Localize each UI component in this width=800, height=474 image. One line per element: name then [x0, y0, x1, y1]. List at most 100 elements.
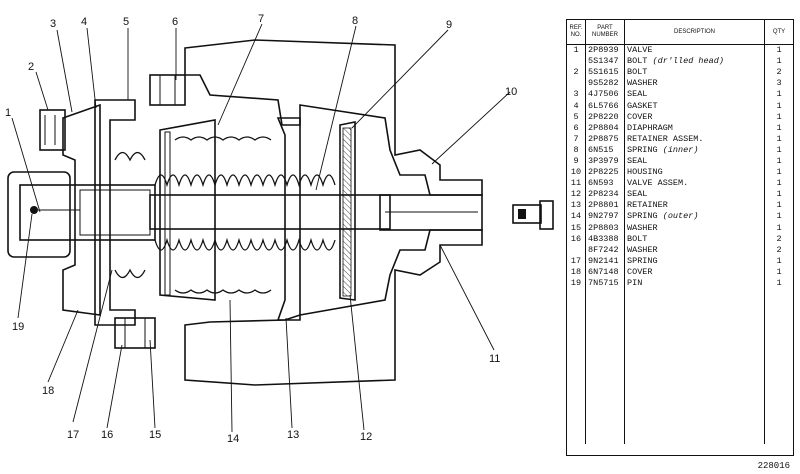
cell-part-number: 5S1347: [585, 56, 625, 68]
cell-part-number: 2P8804: [585, 122, 625, 134]
cell-part-number: [585, 300, 625, 312]
cell-ref: 10: [567, 167, 586, 179]
cell-qty: [765, 345, 794, 356]
callout-10: 10: [505, 86, 517, 98]
cell-description: BOLT: [624, 67, 765, 79]
cell-qty: [765, 400, 794, 411]
table-row: [567, 333, 794, 345]
cell-description: VALVE: [624, 44, 765, 57]
cell-part-number: [585, 355, 625, 367]
cell-description: BOLT: [624, 233, 765, 245]
table-row: [567, 322, 793, 334]
cell-part-number: [585, 422, 625, 434]
springs: [114, 136, 336, 294]
cell-description: PIN: [624, 277, 765, 290]
cell-description: COVER: [624, 266, 765, 278]
cell-ref: [567, 355, 586, 367]
cell-qty: 1: [776, 144, 782, 155]
cell-part-number: 6N593: [585, 178, 625, 190]
cell-description: DIAPHRAGM: [624, 122, 765, 134]
cell-qty: 1: [776, 167, 782, 178]
cell-description: [624, 377, 765, 389]
cell-part-number: [585, 433, 625, 445]
cell-description: [624, 311, 765, 323]
cell-ref: 9: [567, 155, 586, 168]
cell-description: RETAINER ASSEM.: [624, 133, 765, 145]
cell-part-number: 8F7242: [585, 244, 625, 256]
table-row: [567, 289, 794, 301]
callout-12: 12: [360, 431, 372, 443]
description-text: PIN: [627, 278, 643, 289]
cell-ref: [567, 244, 586, 256]
cell-qty: [765, 333, 794, 344]
cell-description: [624, 322, 765, 334]
cell-part-number: 2P8939: [585, 44, 625, 57]
cell-ref: 14: [567, 211, 586, 223]
cell-ref: [567, 422, 586, 434]
cell-part-number: 7N5715: [585, 277, 625, 290]
description-text: VALVE ASSEM.: [627, 178, 689, 189]
description-text: SPRING: [627, 211, 658, 222]
description-text: BOLT: [627, 67, 648, 78]
cell-qty: [765, 378, 794, 389]
description-text: SPRING: [627, 144, 658, 155]
callout-4: 4: [81, 16, 87, 28]
description-text: WASHER: [627, 244, 658, 255]
callout-19: 19: [12, 321, 24, 333]
description-text: SEAL: [627, 189, 648, 200]
cell-qty: [765, 289, 794, 300]
cell-ref: 8: [567, 144, 586, 156]
cell-qty: 1: [776, 133, 782, 144]
cell-part-number: 2P8234: [585, 189, 625, 201]
table-row: [567, 344, 794, 356]
description-text: RETAINER ASSEM.: [627, 133, 704, 144]
cell-ref: [567, 311, 586, 323]
table-row: [567, 400, 794, 412]
cell-description: VALVE ASSEM.: [624, 178, 765, 190]
cell-part-number: 5S1615: [585, 67, 625, 79]
table-row: [567, 366, 793, 378]
leader-lines: [11, 23, 511, 433]
cell-ref: 19: [567, 277, 586, 290]
figure-id: 228016: [757, 461, 790, 471]
cell-part-number: 2P8225: [585, 167, 625, 179]
cell-part-number: 9S5282: [585, 78, 625, 90]
description-text: VALVE: [627, 45, 653, 56]
description-text: SEAL: [627, 89, 648, 100]
description-text: GASKET: [627, 100, 658, 111]
cell-description: WASHER: [624, 222, 765, 234]
cell-ref: [567, 377, 586, 389]
bolt-head-left: [39, 109, 66, 151]
cell-part-number: [585, 311, 625, 323]
cell-part-number: 4B3388: [585, 233, 625, 245]
cell-qty: 1: [776, 200, 782, 211]
cell-ref: 11: [567, 178, 586, 190]
cell-description: [624, 300, 765, 312]
cell-qty: 1: [776, 100, 782, 111]
cell-ref: [567, 333, 586, 345]
cell-part-number: [585, 388, 625, 400]
cell-qty: 3: [776, 78, 782, 89]
cell-ref: [567, 56, 586, 68]
cell-description: SEAL: [624, 189, 765, 201]
cell-description: SEAL: [624, 155, 765, 168]
header-description: DESCRIPTION: [624, 20, 765, 45]
upper-bolt-flange: [149, 74, 186, 106]
description-text: BOLT: [627, 56, 648, 67]
